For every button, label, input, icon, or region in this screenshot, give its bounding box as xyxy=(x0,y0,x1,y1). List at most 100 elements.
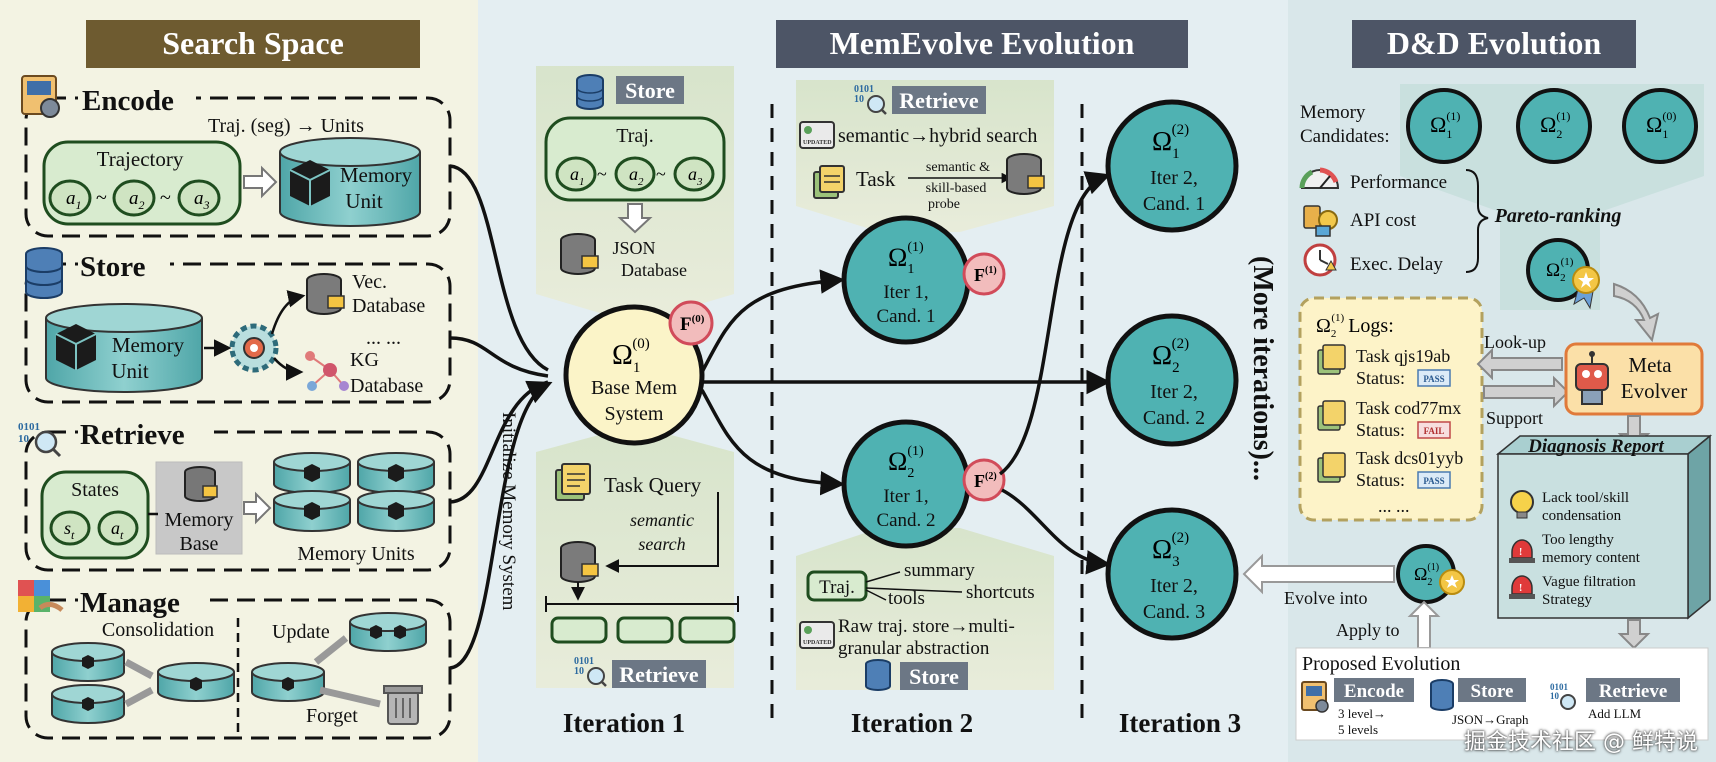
store-memory-unit-line2: Unit xyxy=(111,359,149,383)
consolidation-arrows xyxy=(124,658,154,708)
proposed-retrieve-line1: Add LLM xyxy=(1588,706,1642,721)
search-space-title: Search Space xyxy=(162,25,344,61)
svg-text:!: ! xyxy=(1519,583,1522,594)
consolidation-label: Consolidation xyxy=(102,619,214,641)
diag1-line1: Lack tool/skill xyxy=(1542,490,1629,506)
dd-header xyxy=(1352,20,1636,68)
update-label: Update xyxy=(272,621,330,643)
svg-text:Ω2(1): Ω2(1) xyxy=(888,444,924,481)
action-a3: a3 xyxy=(177,179,221,217)
svg-text:0101: 0101 xyxy=(1550,682,1569,692)
iteration1-retrieve-label: Retrieve xyxy=(619,662,699,687)
diag2-line2: memory content xyxy=(1542,550,1641,566)
iter1-cand1-node: Ω1(1) Iter 1, Cand. 1 xyxy=(841,215,971,345)
retrieve-section: 0101 10 Retrieve States st at Memory Bas… xyxy=(18,419,452,572)
shortcuts-label: shortcuts xyxy=(966,582,1035,603)
probe-line3: probe xyxy=(928,197,960,212)
proposed-encode-label: Encode xyxy=(1344,681,1404,702)
support-arrow xyxy=(1483,375,1570,409)
probe-line1: semantic & xyxy=(926,160,990,175)
svg-text:F(0): F(0) xyxy=(680,313,705,335)
meta-line1: Meta xyxy=(1628,353,1672,377)
encode-title: Encode xyxy=(82,85,174,117)
state-s: st xyxy=(49,510,91,546)
svg-text:Ω3(2): Ω3(2) xyxy=(1152,530,1189,570)
f0-badge: F(0) xyxy=(668,300,714,346)
encode-icon xyxy=(21,75,60,118)
svg-text:!: ! xyxy=(1519,547,1522,558)
database-icon xyxy=(865,659,891,691)
diag1-line2: condensation xyxy=(1542,508,1622,524)
iter2-cand3-node: Ω3(2) Iter 2, Cand. 3 xyxy=(1105,507,1239,641)
puzzle-handshake-icon xyxy=(18,580,64,612)
updated-icon: UPDATED xyxy=(799,121,835,149)
task-query-label: Task Query xyxy=(604,473,702,497)
proposed-retrieve-label: Retrieve xyxy=(1599,681,1668,702)
database-icon xyxy=(576,74,604,110)
kg-line2: Database xyxy=(350,375,423,397)
svg-text:Task cod77mx: Task cod77mx xyxy=(1356,398,1461,418)
meta-line2: Evolver xyxy=(1621,379,1687,403)
pareto-label: Pareto-ranking xyxy=(1494,205,1622,227)
manage-box xyxy=(24,598,452,740)
logs-more: ... ... xyxy=(1378,496,1410,516)
binary-search-icon: 0101 10 xyxy=(854,84,887,115)
gauge-icon xyxy=(1299,167,1340,189)
award-badge-icon xyxy=(1439,569,1465,595)
database-folder-icon xyxy=(560,541,599,583)
iter1-a2 xyxy=(614,156,656,192)
trash-icon xyxy=(383,685,423,725)
svg-text:10: 10 xyxy=(854,94,864,105)
log-task-3: Task dcs01yyb Status: PASS xyxy=(1317,448,1463,490)
svg-text:UPDATED: UPDATED xyxy=(803,140,832,146)
traj-chip xyxy=(806,570,868,602)
proposed-encode-tag xyxy=(1334,678,1414,702)
store-box xyxy=(24,262,452,404)
svg-text:st: st xyxy=(64,518,75,542)
log-task-1: Task qjs19ab Status: PASS xyxy=(1317,344,1451,388)
svg-text:UPDATED: UPDATED xyxy=(803,640,832,646)
action-a2: a2 xyxy=(112,179,156,217)
base-mem-system-node: Ω1(0) Base Mem System xyxy=(563,304,705,446)
cost-icon xyxy=(1303,205,1338,237)
manage-section: Manage Consolidation Update xyxy=(18,580,452,740)
iteration2-funnel-top xyxy=(796,80,1054,232)
svg-text:Ω1(2): Ω1(2) xyxy=(1152,122,1189,162)
performance-label: Performance xyxy=(1350,172,1447,193)
hybrid-search-label: semantic→hybrid search xyxy=(838,125,1037,147)
encode-hollow-arrow xyxy=(243,165,278,199)
iter1-tilde-1: ~ xyxy=(597,164,607,184)
dd-candidate-c: Ω1(0) xyxy=(1622,88,1698,164)
retrieve-hollow-arrow xyxy=(243,491,272,525)
svg-text:10: 10 xyxy=(1550,691,1560,701)
base-to-cand1 xyxy=(700,269,845,373)
base-to-cand2 xyxy=(700,389,845,496)
store-ellipsis: ... ... xyxy=(366,327,401,349)
svg-text:a2: a2 xyxy=(129,188,145,212)
database-folder-icon xyxy=(306,273,345,315)
binary-search-icon: 0101 10 xyxy=(1550,682,1576,710)
forget-label: Forget xyxy=(306,705,358,727)
svg-text:Iter 2,: Iter 2, xyxy=(1150,381,1198,403)
proposed-store-label: Store xyxy=(1471,681,1514,702)
iter1-a1-label: a1 xyxy=(570,164,585,188)
binary-search-icon: 0101 10 xyxy=(18,421,62,458)
candidates-line2: Candidates: xyxy=(1300,126,1390,147)
warning-siren-icon: ! xyxy=(1509,539,1535,563)
proposed-retrieve-tag xyxy=(1586,678,1680,702)
raw-line2: granular abstraction xyxy=(838,638,990,659)
svg-text:Cand. 2: Cand. 2 xyxy=(876,510,935,531)
encode-arrow-label: Traj. (seg) → Units xyxy=(208,115,364,137)
json-line1: JSON xyxy=(612,238,655,258)
proposed-encode-line2: 5 levels xyxy=(1338,722,1378,737)
iteration2-retrieve-label: Retrieve xyxy=(899,88,979,113)
svg-text:0101: 0101 xyxy=(18,421,40,433)
forget-arrow xyxy=(319,686,381,708)
database-icon xyxy=(1430,679,1454,711)
retrieved-item-2 xyxy=(616,616,674,644)
iteration1-traj-label: Traj. xyxy=(616,125,654,147)
encode-icon xyxy=(1301,681,1329,713)
svg-text:Iter 1,: Iter 1, xyxy=(883,282,928,303)
gear-icon xyxy=(229,323,279,373)
cand2-to-iter2-cand1 xyxy=(998,171,1111,476)
